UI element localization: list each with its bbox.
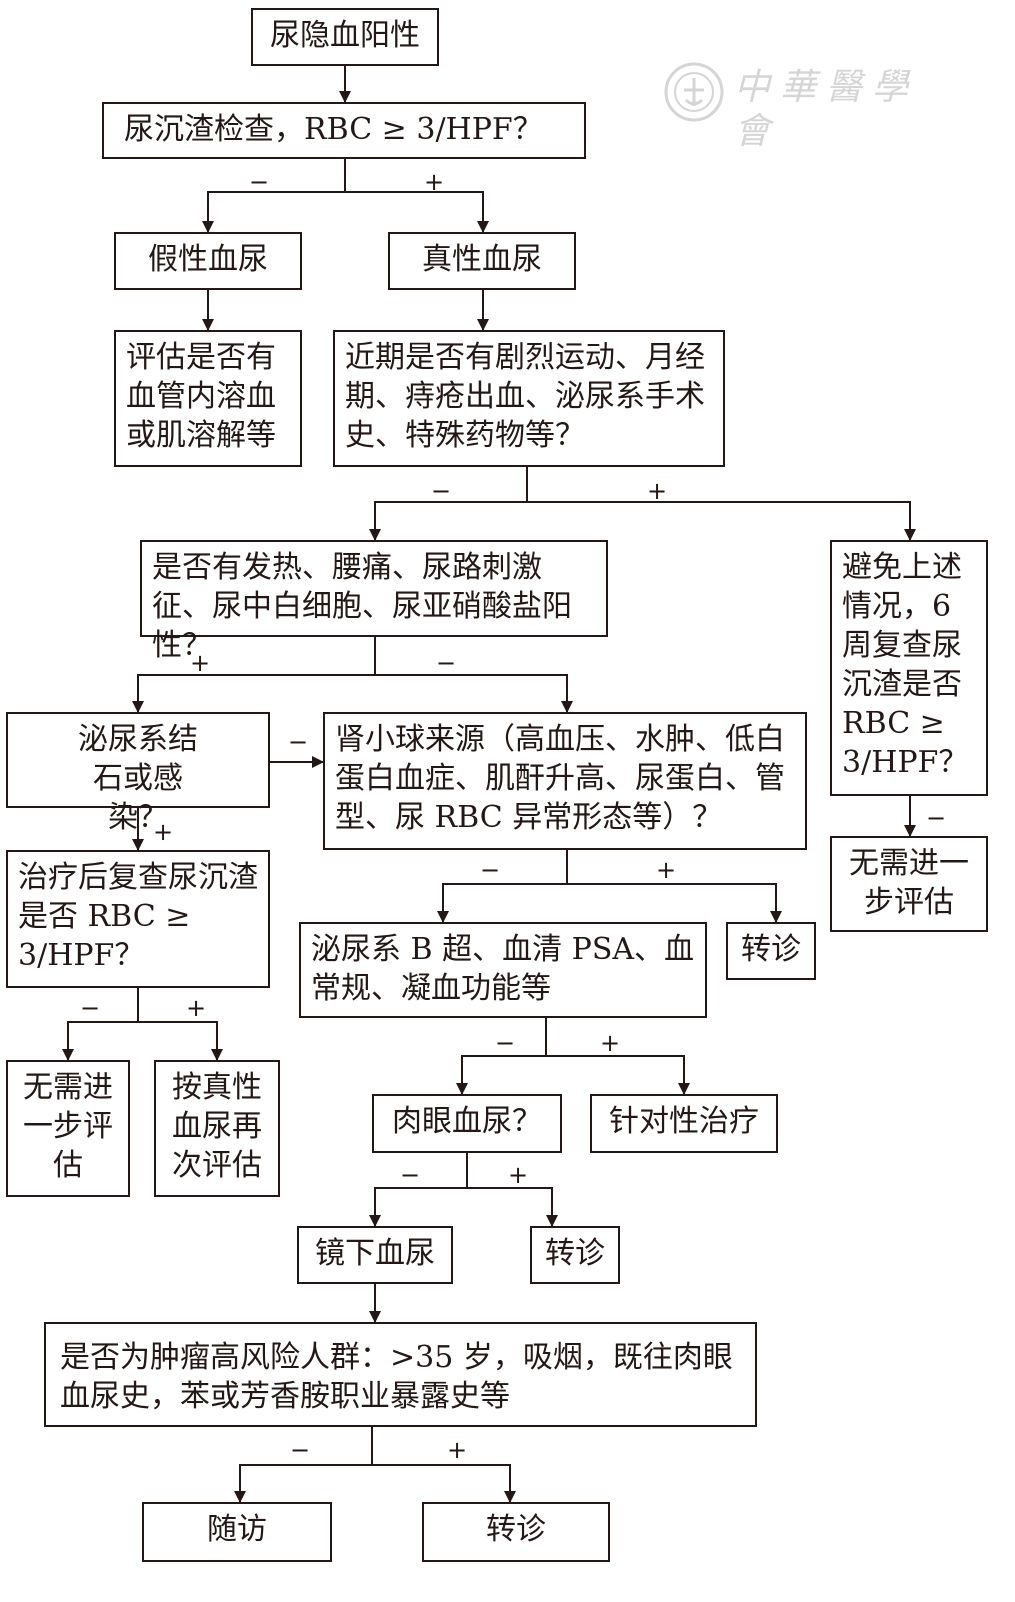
node-assess-hemolysis: 评估是否有血管内溶血或肌溶解等 — [114, 330, 302, 467]
seal-icon — [664, 62, 724, 122]
node-true-hematuria: 真性血尿 — [388, 232, 576, 290]
sign-pos-sediment: + — [424, 168, 445, 196]
node-glomerular-origin: 肾小球来源（高血压、水肿、低白蛋白血症、肌酐升高、尿蛋白、管型、尿 RBC 异常… — [323, 712, 807, 850]
sign-neg-post-treatment: − — [80, 994, 101, 1022]
sign-pos-tumor: + — [447, 1436, 468, 1464]
node-avoid-recheck: 避免上述情况，6周复查尿沉渣是否RBC ≥ 3/HPF？ — [830, 540, 988, 796]
node-gross-hematuria: 肉眼血尿？ — [372, 1094, 562, 1153]
node-no-further-eval-left: 无需进一步评估 — [6, 1060, 130, 1197]
sign-neg-infection: − — [436, 649, 457, 677]
sign-pos-gross: + — [508, 1161, 529, 1189]
node-referral-gross: 转诊 — [530, 1226, 620, 1284]
sign-pos-post-treatment: + — [186, 994, 207, 1022]
node-referral-final: 转诊 — [422, 1502, 610, 1562]
node-reassess-true-hematuria: 按真性血尿再次评估 — [154, 1060, 280, 1197]
sign-neg-stone: − — [288, 728, 309, 756]
node-referral-glomerular: 转诊 — [726, 922, 816, 980]
sign-pos-history: + — [647, 477, 668, 505]
node-microscopic-hematuria: 镜下血尿 — [297, 1226, 453, 1284]
node-urine-sediment-check: 尿沉渣检查，RBC ≥ 3/HPF？ — [102, 102, 586, 159]
sign-pos-ultrasound: + — [600, 1029, 621, 1057]
node-post-treatment-recheck: 治疗后复查尿沉渣是否 RBC ≥ 3/HPF？ — [6, 850, 270, 988]
node-stone-or-infection: 泌尿系结石或感染？ — [6, 712, 270, 835]
watermark-text: 中華醫學會 — [734, 67, 919, 152]
node-no-further-eval-right: 无需进一步评估 — [830, 836, 988, 932]
sign-neg-ultrasound: − — [495, 1029, 516, 1057]
sign-neg-gross: − — [400, 1161, 421, 1189]
watermark: 中華醫學會 — [662, 58, 962, 152]
sign-neg-recheck: − — [926, 804, 947, 832]
node-infection-signs: 是否有发热、腰痛、尿路刺激征、尿中白细胞、尿亚硝酸盐阳性？ — [140, 540, 608, 663]
sign-neg-history: − — [431, 477, 452, 505]
node-false-hematuria: 假性血尿 — [114, 232, 302, 290]
node-targeted-treatment: 针对性治疗 — [590, 1094, 778, 1153]
sign-neg-tumor: − — [290, 1436, 311, 1464]
node-tumor-risk-group: 是否为肿瘤高风险人群：>35 岁，吸烟，既往肉眼血尿史，苯或芳香胺职业暴露史等 — [44, 1322, 757, 1427]
sign-pos-glomerular: + — [656, 856, 677, 884]
sign-neg-glomerular: − — [480, 856, 501, 884]
node-urine-occult-blood-positive: 尿隐血阳性 — [251, 8, 439, 66]
sign-pos-infection: + — [190, 649, 211, 677]
sign-pos-stone: + — [153, 818, 174, 846]
node-follow-up: 随访 — [142, 1502, 332, 1562]
node-recent-history: 近期是否有剧烈运动、月经期、痔疮出血、泌尿系手术史、特殊药物等？ — [333, 330, 725, 467]
sign-neg-sediment: − — [249, 168, 270, 196]
node-ultrasound-psa: 泌尿系 B 超、血清 PSA、血常规、凝血功能等 — [299, 922, 707, 1018]
